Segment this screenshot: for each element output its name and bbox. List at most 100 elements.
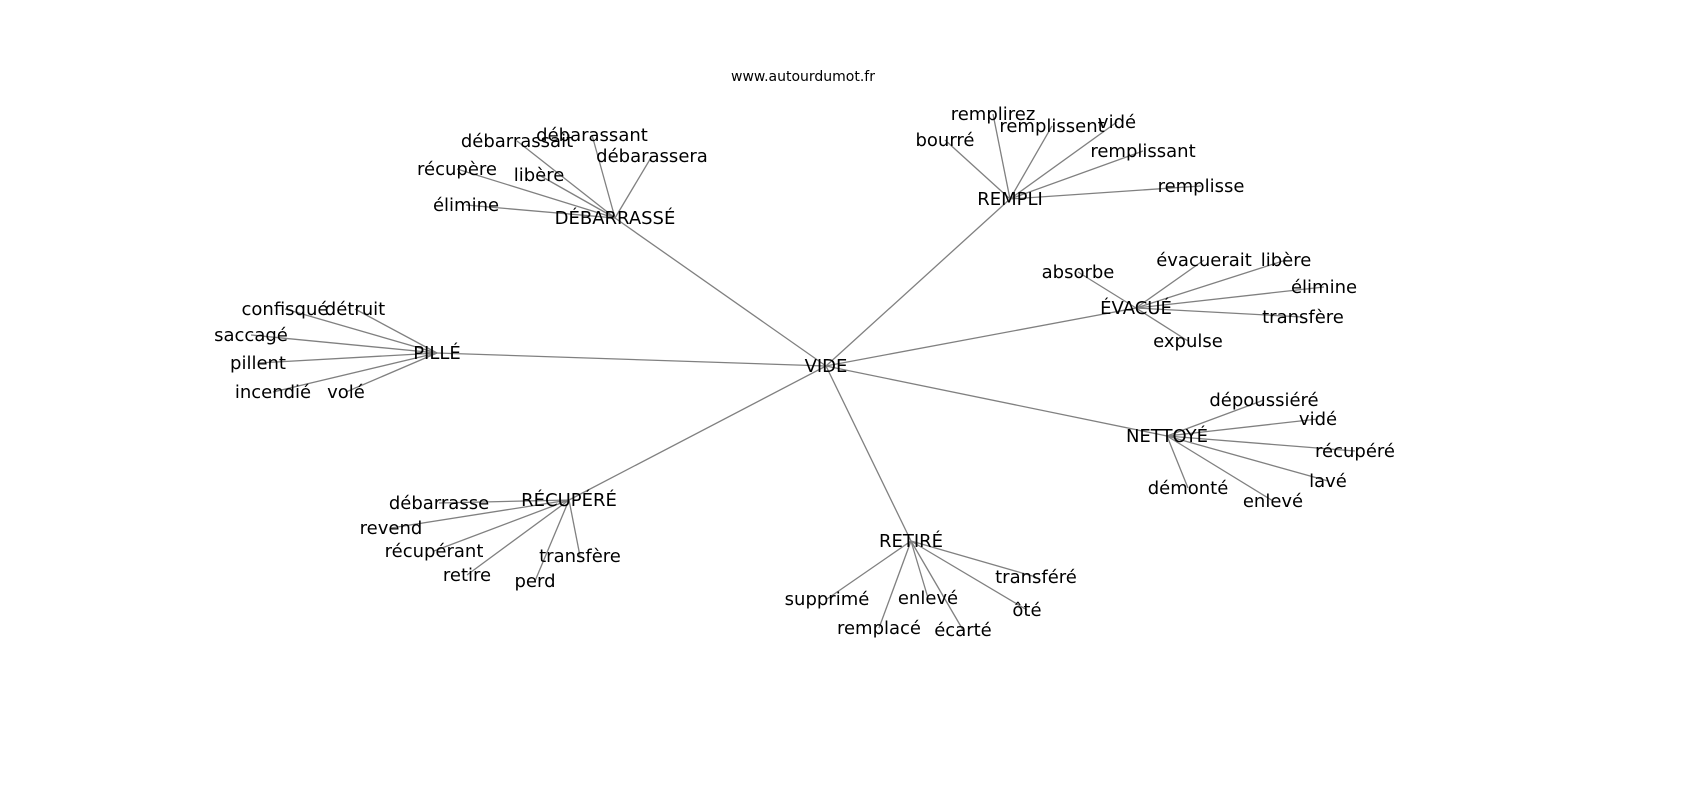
leaf-word: revend — [360, 518, 423, 539]
edge-hub-leaf — [456, 168, 616, 219]
leaf-word: transfère — [1262, 307, 1344, 328]
edge-hub-leaf — [910, 540, 929, 599]
edge-hub-leaf — [1135, 259, 1205, 309]
leaf-word: libère — [514, 165, 565, 186]
leaf-word: remplisse — [1158, 176, 1245, 197]
edge-hub-leaf — [433, 499, 570, 552]
edge-hub-leaf — [1009, 185, 1202, 200]
leaf-word: récupéré — [1315, 441, 1395, 462]
leaf-word: transfère — [539, 546, 621, 567]
edge-hub-leaf — [345, 352, 438, 393]
leaf-word: vidé — [1299, 409, 1337, 430]
edge-hub-leaf — [538, 174, 616, 219]
leaf-word: récupérant — [385, 541, 484, 562]
edge-hub-leaf — [1135, 286, 1325, 309]
leaf-word: débarassera — [596, 146, 708, 167]
edges — [250, 113, 1356, 631]
leaf-word: démonté — [1148, 478, 1229, 499]
leaf-word: incendié — [235, 382, 311, 403]
leaf-word: évacuerait — [1156, 250, 1252, 271]
edge-hub-leaf — [910, 540, 1037, 578]
edge-center-hub — [614, 217, 827, 367]
edge-hub-leaf — [1009, 121, 1118, 200]
edge-hub-leaf — [354, 308, 438, 354]
leaf-word: bourré — [915, 130, 974, 151]
leaf-word: vidé — [1098, 112, 1136, 133]
leaf-word: récupère — [417, 159, 497, 180]
edge-hub-leaf — [1009, 150, 1144, 200]
leaf-word: confisqué — [242, 299, 329, 320]
leaf-word: transféré — [995, 567, 1077, 588]
labels: VIDEDÉBARRASSÉdébarrassaitdébarassantdéb… — [214, 104, 1395, 641]
leaf-word: expulse — [1153, 331, 1223, 352]
edge-hub-leaf — [826, 540, 912, 600]
edge-center-hub — [436, 352, 827, 367]
leaf-word: supprimé — [785, 589, 870, 610]
leaf-word: absorbe — [1042, 262, 1115, 283]
leaf-word: détruit — [325, 299, 385, 320]
edge-hub-leaf — [534, 499, 570, 582]
leaf-word: remplissent — [999, 116, 1104, 137]
hub-word: RETIRÉ — [879, 530, 943, 552]
hub-word: NETTOYÉ — [1126, 425, 1208, 447]
edge-hub-leaf — [591, 134, 616, 219]
leaf-word: enlevé — [1243, 491, 1303, 512]
edge-hub-leaf — [1135, 307, 1189, 342]
edge-hub-leaf — [438, 499, 570, 504]
center-word: VIDE — [805, 356, 848, 377]
edge-hub-leaf — [1077, 271, 1137, 309]
leaf-word: pillent — [230, 353, 286, 374]
edge-hub-leaf — [466, 499, 570, 576]
hub-word: ÉVACUÉ — [1100, 297, 1172, 319]
edge-hub-leaf — [910, 540, 964, 631]
leaf-word: remplirez — [951, 104, 1036, 125]
leaf-word: libère — [1261, 250, 1312, 271]
edge-center-hub — [825, 365, 912, 542]
leaf-word: débarrassait — [461, 131, 573, 152]
edge-center-hub — [825, 198, 1011, 367]
edge-hub-leaf — [1009, 125, 1053, 200]
leaf-word: remplissant — [1090, 141, 1195, 162]
edge-hub-leaf — [250, 334, 438, 354]
edge-hub-leaf — [910, 540, 1028, 611]
leaf-word: volé — [327, 382, 365, 403]
leaf-word: remplacé — [837, 618, 921, 639]
leaf-word: retire — [443, 565, 491, 586]
edge-hub-leaf — [516, 140, 616, 219]
edge-center-hub — [568, 365, 827, 501]
edge-hub-leaf — [465, 204, 616, 219]
edge-hub-leaf — [1166, 435, 1356, 452]
edge-hub-leaf — [272, 352, 438, 393]
edge-hub-leaf — [614, 155, 653, 219]
leaf-word: débarassant — [536, 125, 648, 146]
edge-center-hub — [825, 307, 1137, 367]
edge-hub-leaf — [1166, 435, 1189, 489]
leaf-word: enlevé — [898, 588, 958, 609]
edge-hub-leaf — [284, 308, 438, 354]
edge-hub-leaf — [1135, 307, 1304, 318]
site-title: www.autourdumot.fr — [731, 69, 875, 85]
edge-hub-leaf — [878, 540, 912, 629]
edge-hub-leaf — [257, 352, 438, 364]
edge-hub-leaf — [1166, 435, 1329, 482]
leaf-word: débarrasse — [389, 493, 489, 514]
leaf-word: lavé — [1309, 471, 1347, 492]
edge-hub-leaf — [568, 499, 581, 557]
edge-hub-leaf — [1166, 418, 1319, 437]
leaf-word: dépoussiéré — [1209, 390, 1318, 411]
edge-center-hub — [825, 365, 1168, 437]
leaf-word: élimine — [1291, 277, 1357, 298]
leaf-word: élimine — [433, 195, 499, 216]
hub-word: PILLÉ — [413, 342, 461, 364]
edge-hub-leaf — [1166, 435, 1274, 502]
hub-word: REMPLI — [977, 189, 1043, 210]
hub-word: RÉCUPÉRÉ — [521, 489, 617, 511]
leaf-word: saccagé — [214, 325, 288, 346]
leaf-word: ôté — [1012, 600, 1041, 621]
edge-hub-leaf — [944, 139, 1011, 200]
hub-word: DÉBARRASSÉ — [555, 207, 676, 229]
edge-hub-leaf — [1166, 399, 1265, 437]
leaf-word: écarté — [934, 620, 992, 641]
edge-hub-leaf — [992, 113, 1011, 200]
